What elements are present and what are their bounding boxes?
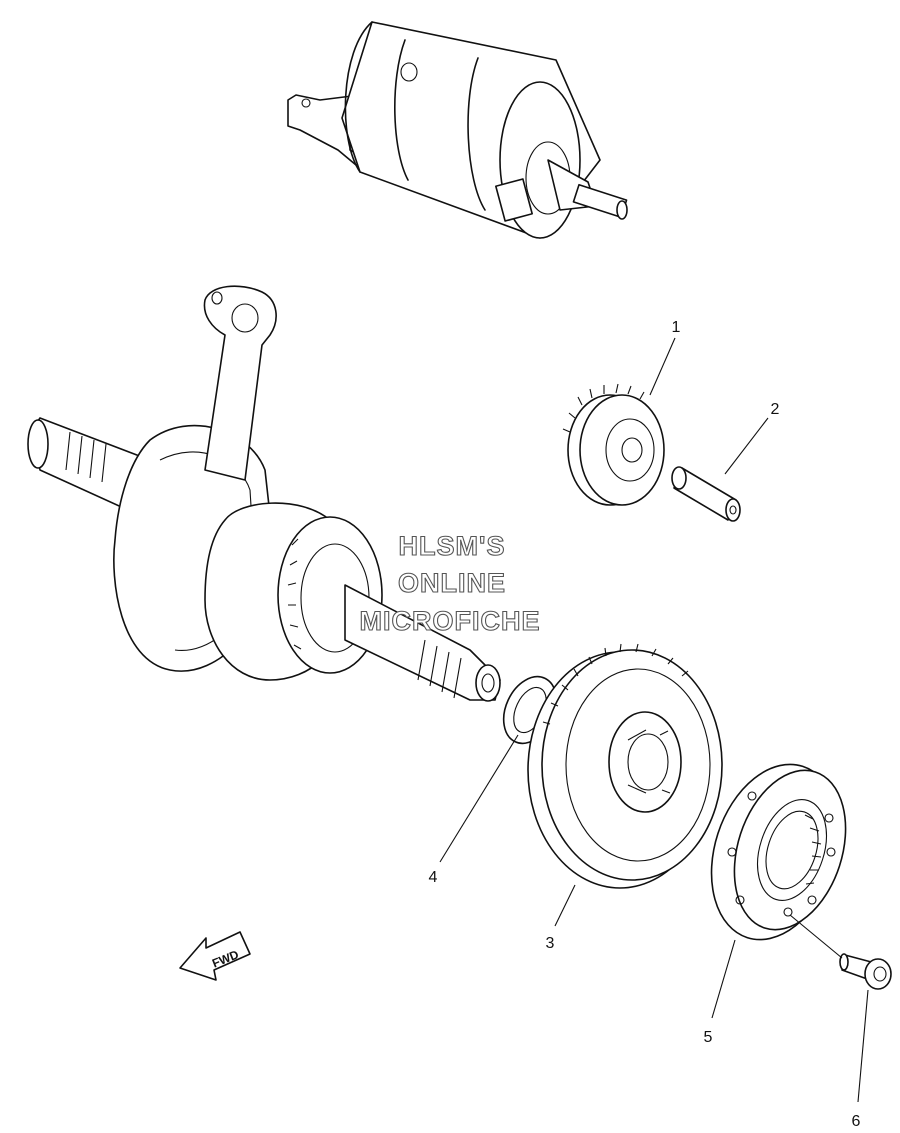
- callout-part-4: 4: [429, 869, 438, 886]
- starter-motor: [287, 21, 628, 239]
- bolt: [839, 953, 892, 990]
- fwd-arrow-icon: FWD: [179, 931, 251, 981]
- callout-part-5: 5: [704, 1029, 713, 1046]
- callout-part-6: 6: [852, 1113, 861, 1130]
- starter-wheel-gear: [527, 643, 723, 889]
- callout-part-2: 2: [771, 401, 780, 418]
- watermark-line-2: ONLINE: [398, 568, 506, 598]
- leader-lines: [439, 337, 869, 1103]
- idler-shaft: [671, 466, 741, 522]
- callout-part-1: 1: [672, 319, 681, 336]
- watermark: HLSM'S ONLINE MICROFICHE: [359, 530, 541, 636]
- callout-part-3: 3: [546, 935, 555, 952]
- crankshaft: [27, 285, 501, 702]
- one-way-clutch: [710, 763, 847, 941]
- idler-gear: [562, 383, 665, 506]
- watermark-line-3: MICROFICHE: [360, 606, 541, 636]
- watermark-line-1: HLSM'S: [399, 531, 506, 561]
